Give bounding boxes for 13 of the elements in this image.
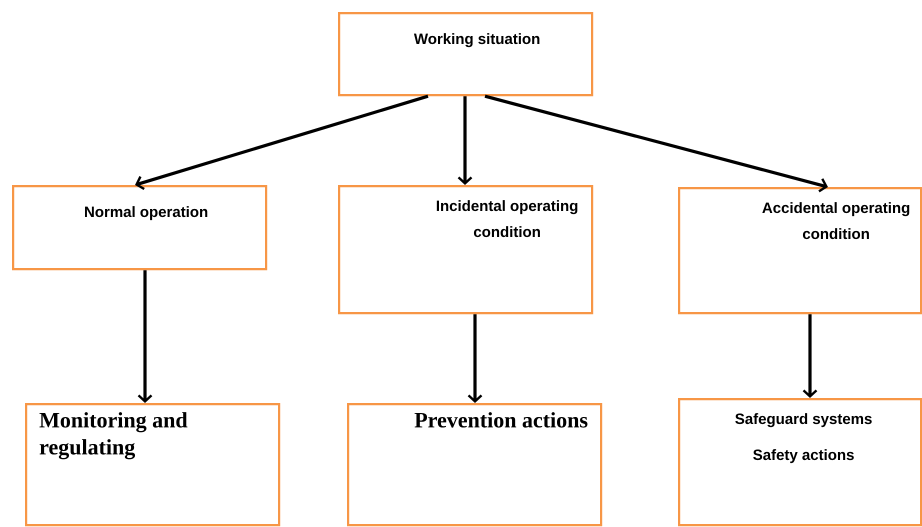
process-box: Safeguard systems Safety actions [678,398,922,526]
arrow [468,314,482,403]
process-box: Working situation [338,12,594,96]
arrow [138,270,152,403]
arrow [458,96,472,185]
process-box: Incidental operating condition [338,185,594,314]
arrow [484,94,828,192]
arrow [135,94,428,190]
process-box: Accidental operating condition [678,187,922,314]
arrow [802,314,818,398]
process-box: Prevention actions [347,402,602,526]
process-box: Monitoring and regulating [25,402,280,526]
process-box: Normal operation [12,185,268,270]
